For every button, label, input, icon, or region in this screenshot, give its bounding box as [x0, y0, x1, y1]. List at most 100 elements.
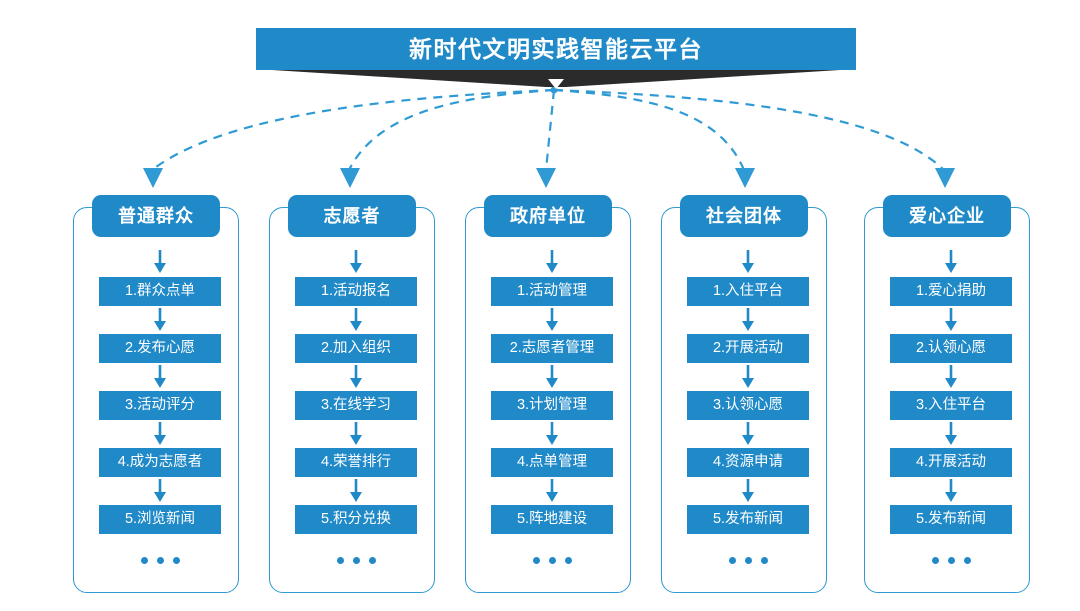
step-item[interactable]: 1.群众点单: [99, 277, 221, 306]
step-item-label: 1.群众点单: [124, 283, 196, 300]
ellipsis-dot: [352, 557, 360, 564]
header-to-item-arrow-icon: [890, 247, 1012, 277]
ellipsis-dot: [564, 557, 572, 564]
page-title: 新时代文明实践智能云平台: [409, 35, 703, 62]
step-item[interactable]: 5.积分兑换: [295, 505, 417, 534]
more-items-ellipsis: [295, 557, 417, 564]
step-item[interactable]: 5.浏览新闻: [99, 505, 221, 534]
step-item[interactable]: 5.发布新闻: [687, 505, 809, 534]
step-item-label: 5.发布新闻: [712, 511, 784, 528]
connector-arrowhead-2: [340, 168, 360, 188]
step-item[interactable]: 4.点单管理: [491, 448, 613, 477]
step-arrow-icon: [295, 477, 417, 505]
step-item[interactable]: 2.加入组织: [295, 334, 417, 363]
ellipsis-dot: [963, 557, 971, 564]
role-header-4[interactable]: 社会团体: [680, 195, 808, 237]
role-column-4: 社会团体 1.入住平台 2.开展活动 3.认领心愿 4.资源申请 5.发布新闻: [661, 195, 827, 593]
step-item[interactable]: 1.活动管理: [491, 277, 613, 306]
step-item-label: 5.发布新闻: [915, 511, 987, 528]
ellipsis-dot: [947, 557, 955, 564]
step-item[interactable]: 5.发布新闻: [890, 505, 1012, 534]
step-item[interactable]: 2.志愿者管理: [491, 334, 613, 363]
connector-path-4: [553, 88, 746, 171]
step-item-label: 1.爱心捐助: [915, 283, 987, 300]
more-items-ellipsis: [890, 557, 1012, 564]
step-arrow-icon: [99, 477, 221, 505]
ellipsis-dot: [532, 557, 540, 564]
ellipsis-dot: [336, 557, 344, 564]
step-item-label: 3.认领心愿: [712, 397, 784, 414]
platform-title-banner: 新时代文明实践智能云平台: [256, 28, 856, 70]
step-item[interactable]: 4.资源申请: [687, 448, 809, 477]
step-item[interactable]: 3.认领心愿: [687, 391, 809, 420]
step-item[interactable]: 2.认领心愿: [890, 334, 1012, 363]
step-list: 1.活动报名 2.加入组织 3.在线学习 4.荣誉排行 5.积分兑换: [295, 277, 417, 534]
role-header-1[interactable]: 普通群众: [92, 195, 220, 237]
step-item-label: 5.阵地建设: [516, 511, 588, 528]
connector-path-2: [348, 88, 555, 171]
ellipsis-dot: [548, 557, 556, 564]
role-header-5[interactable]: 爱心企业: [883, 195, 1011, 237]
step-item[interactable]: 2.发布心愿: [99, 334, 221, 363]
step-item-label: 3.活动评分: [124, 397, 196, 414]
step-item-label: 3.入住平台: [915, 397, 987, 414]
role-column-3: 政府单位 1.活动管理 2.志愿者管理 3.计划管理 4.点单管理 5.阵地建设: [465, 195, 631, 593]
step-item[interactable]: 5.阵地建设: [491, 505, 613, 534]
step-item-label: 1.活动管理: [516, 283, 588, 300]
step-arrow-icon: [491, 477, 613, 505]
ellipsis-dot: [172, 557, 180, 564]
connector-arrowhead-4: [735, 168, 755, 188]
step-item[interactable]: 1.活动报名: [295, 277, 417, 306]
step-list: 1.群众点单 2.发布心愿 3.活动评分 4.成为志愿者 5.浏览新闻: [99, 277, 221, 534]
step-item[interactable]: 3.活动评分: [99, 391, 221, 420]
ellipsis-dot: [744, 557, 752, 564]
step-item-label: 5.积分兑换: [320, 511, 392, 528]
step-arrow-icon: [687, 477, 809, 505]
ellipsis-dot: [140, 557, 148, 564]
step-arrow-icon: [99, 306, 221, 334]
step-arrow-icon: [295, 420, 417, 448]
step-item[interactable]: 3.入住平台: [890, 391, 1012, 420]
ellipsis-dot: [931, 557, 939, 564]
header-to-item-arrow-icon: [687, 247, 809, 277]
connector-path-1: [151, 88, 555, 171]
step-item[interactable]: 4.荣誉排行: [295, 448, 417, 477]
step-item[interactable]: 2.开展活动: [687, 334, 809, 363]
step-list: 1.入住平台 2.开展活动 3.认领心愿 4.资源申请 5.发布新闻: [687, 277, 809, 534]
ellipsis-dot: [760, 557, 768, 564]
connector-path-3: [544, 89, 556, 171]
step-arrow-icon: [890, 420, 1012, 448]
step-item[interactable]: 4.成为志愿者: [99, 448, 221, 477]
role-column-5: 爱心企业 1.爱心捐助 2.认领心愿 3.入住平台 4.开展活动 5.发布新闻: [864, 195, 1030, 593]
step-item[interactable]: 1.爱心捐助: [890, 277, 1012, 306]
step-item[interactable]: 3.在线学习: [295, 391, 417, 420]
header-to-item-arrow-icon: [295, 247, 417, 277]
step-arrow-icon: [687, 306, 809, 334]
role-header-label: 社会团体: [706, 206, 782, 226]
ellipsis-dot: [728, 557, 736, 564]
step-item-label: 4.资源申请: [712, 454, 784, 471]
step-arrow-icon: [99, 420, 221, 448]
step-item-label: 4.荣誉排行: [320, 454, 392, 471]
step-arrow-icon: [890, 477, 1012, 505]
role-header-2[interactable]: 志愿者: [288, 195, 416, 237]
step-item-label: 2.开展活动: [712, 340, 784, 357]
step-item[interactable]: 4.开展活动: [890, 448, 1012, 477]
ellipsis-dot: [156, 557, 164, 564]
step-arrow-icon: [491, 306, 613, 334]
role-header-3[interactable]: 政府单位: [484, 195, 612, 237]
header-to-item-arrow-icon: [99, 247, 221, 277]
header-to-item-arrow-icon: [491, 247, 613, 277]
connector-path-5: [553, 88, 945, 171]
step-arrow-icon: [491, 363, 613, 391]
more-items-ellipsis: [687, 557, 809, 564]
role-column-1: 普通群众 1.群众点单 2.发布心愿 3.活动评分 4.成为志愿者 5.浏览新闻: [73, 195, 239, 593]
step-item-label: 4.开展活动: [915, 454, 987, 471]
step-item-label: 5.浏览新闻: [124, 511, 196, 528]
step-arrow-icon: [890, 306, 1012, 334]
step-item[interactable]: 3.计划管理: [491, 391, 613, 420]
step-item[interactable]: 1.入住平台: [687, 277, 809, 306]
role-header-label: 普通群众: [118, 206, 194, 226]
role-header-label: 志愿者: [323, 206, 381, 226]
